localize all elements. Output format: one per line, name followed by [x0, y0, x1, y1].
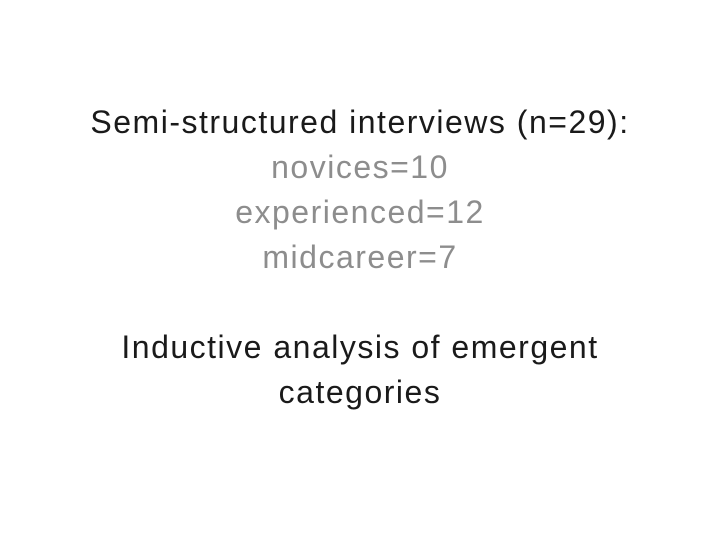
breakdown-novices: novices=10 — [271, 149, 449, 185]
slide-text-block: Semi-structured interviews (n=29): novic… — [0, 100, 724, 415]
method-line-2: categories — [278, 374, 442, 410]
breakdown-midcareer: midcareer=7 — [262, 239, 458, 275]
blank-line — [0, 280, 724, 325]
method-line-1: Inductive analysis of emergent — [121, 329, 599, 365]
breakdown-experienced: experienced=12 — [235, 194, 485, 230]
slide-heading: Semi-structured interviews (n=29): — [90, 104, 630, 140]
